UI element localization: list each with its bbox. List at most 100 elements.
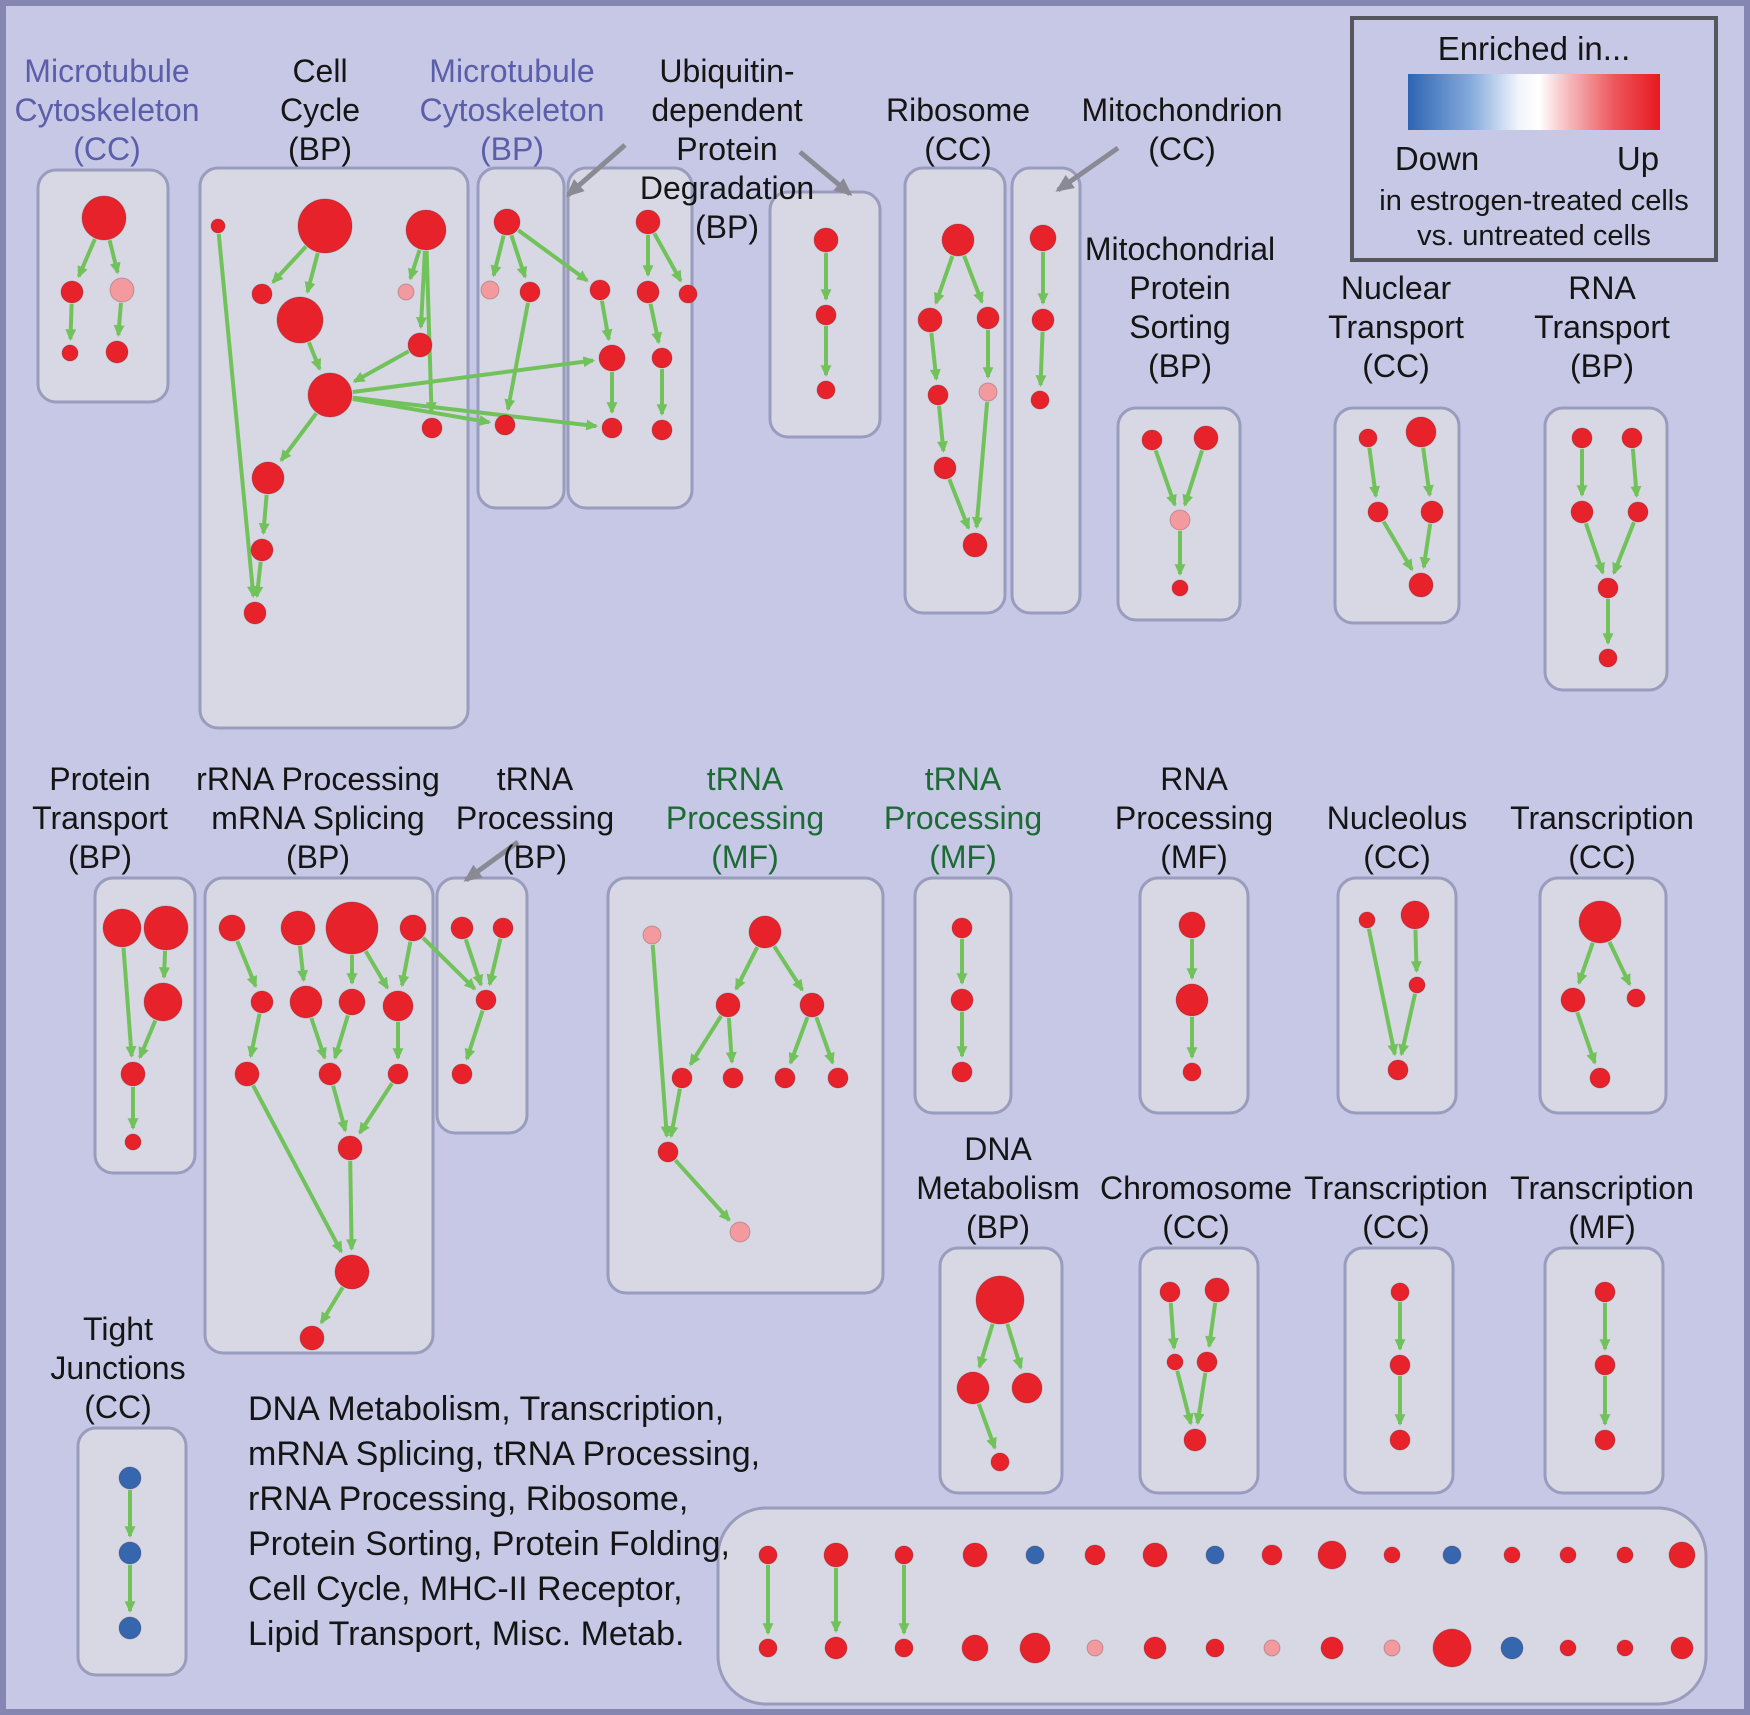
cluster-box-cell-cycle-bp	[198, 166, 470, 730]
node-r2	[280, 910, 316, 946]
edge-nt3b-nt4	[1419, 523, 1433, 570]
node-v2	[815, 304, 837, 326]
cluster-box-ubiquitin-degradation-bp	[566, 166, 694, 510]
node-r12	[337, 1135, 363, 1161]
edge-r9-r13	[251, 1084, 343, 1254]
node-c11	[243, 601, 267, 625]
cluster-box-transcription-cc-1	[1538, 876, 1668, 1115]
label-mitochondrion-cc: Mitochondrion(CC)	[1082, 92, 1283, 167]
node-c5	[276, 296, 324, 344]
node-k5	[1183, 1428, 1207, 1452]
edge-nu2-nu3	[1410, 929, 1422, 973]
edge-x1-x2	[1576, 942, 1595, 985]
edge-nu3-nu4	[1398, 993, 1417, 1057]
node-h2	[950, 988, 974, 1012]
edge-c7-c9	[279, 412, 318, 462]
node-g4	[799, 992, 825, 1018]
legend-up-label: Up	[1617, 140, 1659, 177]
node-m5	[494, 414, 516, 436]
node-u4	[678, 284, 698, 304]
edge-m1-u2	[517, 228, 589, 283]
edge-t3-t4	[464, 1009, 485, 1061]
node-ra5	[1597, 577, 1619, 599]
node-ra2	[1621, 427, 1643, 449]
node-rb5	[978, 382, 998, 402]
node-y3	[1389, 1429, 1411, 1451]
node-b13b	[1500, 1636, 1524, 1660]
node-t4	[451, 1063, 473, 1085]
node-a3	[109, 277, 135, 303]
node-nt2	[1405, 416, 1437, 448]
cluster-box-chromosome-cc	[1138, 1246, 1260, 1495]
legend-caption-line2: vs. untreated cells	[1417, 220, 1651, 252]
edge-r4-t3	[421, 936, 477, 991]
node-d4	[990, 1452, 1010, 1472]
edge-r10-r12	[331, 1085, 349, 1133]
node-u1	[635, 209, 661, 235]
node-nu4	[1387, 1059, 1409, 1081]
annotation-arrow-4	[463, 839, 520, 883]
node-u8	[651, 419, 673, 441]
node-d2	[956, 1371, 990, 1405]
node-b4b	[961, 1634, 989, 1662]
node-tj1	[118, 1466, 142, 1490]
edge-r6-r10	[309, 1017, 327, 1060]
node-rb3	[976, 306, 1000, 330]
node-g6	[722, 1067, 744, 1089]
node-b9t	[1261, 1544, 1283, 1566]
edge-m1-m3	[509, 234, 528, 279]
node-m3	[519, 281, 541, 303]
edge-t1-t3	[463, 938, 484, 987]
node-mt2	[1031, 308, 1055, 332]
node-c6	[397, 283, 415, 301]
node-d3	[1011, 1372, 1043, 1404]
node-c7	[307, 372, 353, 418]
edge-a3-a5	[113, 302, 125, 337]
node-g9	[657, 1141, 679, 1163]
annotation-arrow-2	[798, 150, 853, 196]
node-c1	[210, 218, 226, 234]
node-u3	[636, 280, 660, 304]
edge-g3-g6	[725, 1017, 737, 1064]
node-g5	[671, 1067, 693, 1089]
cluster-box-trna-processing-mf-1	[606, 876, 885, 1295]
node-r11	[387, 1063, 409, 1085]
node-t2	[492, 917, 514, 939]
node-tj3	[118, 1616, 142, 1640]
node-c4	[251, 283, 273, 305]
node-b3t	[894, 1545, 914, 1565]
edge-ra3-ra5	[1583, 522, 1605, 575]
node-b5b	[1019, 1632, 1051, 1664]
node-b1b	[758, 1638, 778, 1658]
edge-g9-g10	[673, 1158, 731, 1222]
edge-k2-k4	[1205, 1302, 1218, 1349]
edge-a1-a2	[76, 238, 97, 279]
edge-m1-m2	[490, 235, 506, 278]
node-b5t	[1025, 1545, 1045, 1565]
edge-p1-p4	[121, 947, 137, 1058]
node-m2	[480, 280, 500, 300]
node-q3	[1182, 1062, 1202, 1082]
node-a2	[60, 280, 84, 304]
node-b4t	[962, 1542, 988, 1568]
node-q1	[1178, 911, 1206, 939]
edge-a2-a4	[65, 303, 77, 341]
node-b10b	[1320, 1636, 1344, 1660]
node-c10	[250, 538, 274, 562]
cluster-box-misc-categories	[716, 1506, 1708, 1706]
edge-rb6-rb7	[947, 478, 971, 531]
node-b9b	[1263, 1639, 1281, 1657]
edge-mp2-mp3	[1182, 449, 1204, 507]
node-a4	[61, 344, 79, 362]
label-nucleolus-cc: Nucleolus(CC)	[1327, 800, 1468, 875]
node-h3	[951, 1061, 973, 1083]
node-x1	[1578, 900, 1622, 944]
node-x3	[1626, 988, 1646, 1008]
node-k3	[1166, 1353, 1184, 1371]
node-nu1	[1358, 911, 1376, 929]
edge-g2-g4	[772, 945, 804, 992]
node-r10	[318, 1062, 342, 1086]
